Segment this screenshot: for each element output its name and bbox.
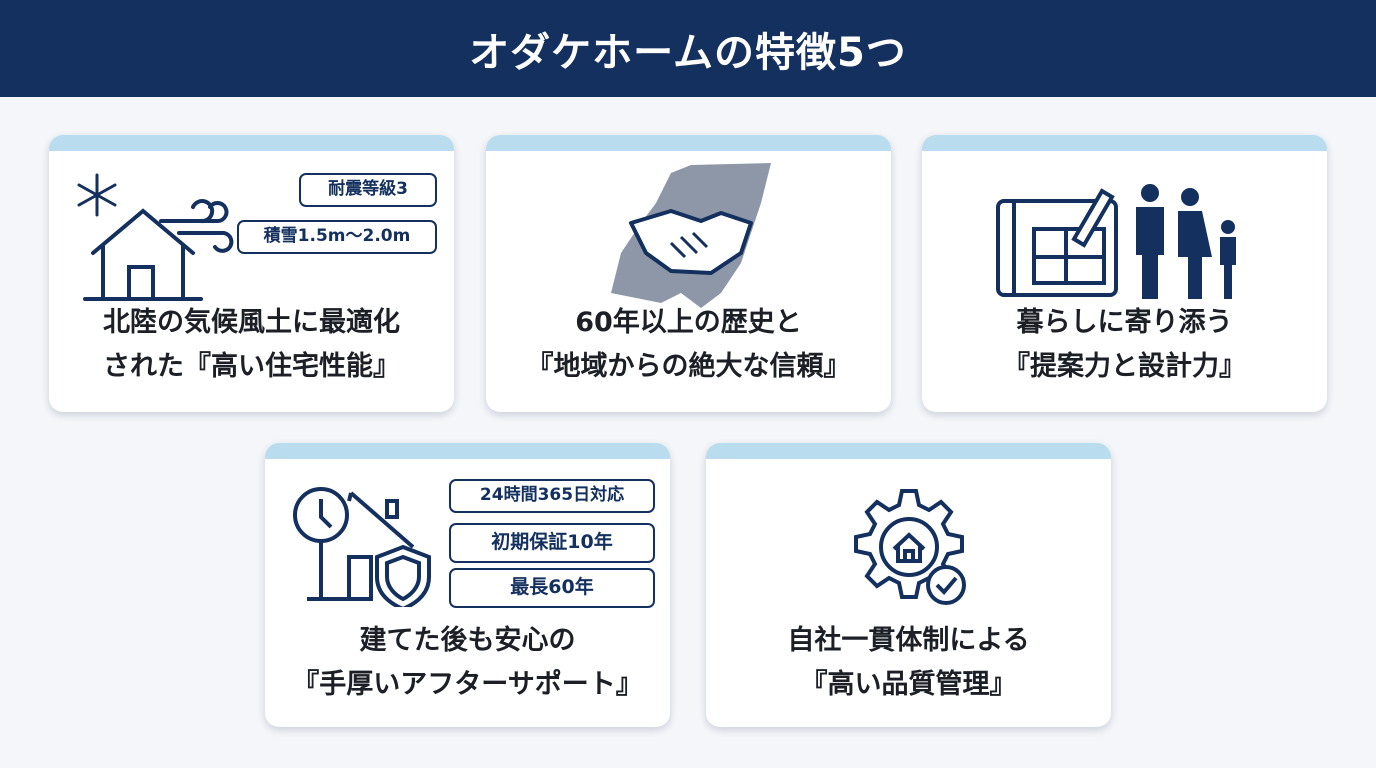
gear-house-check-icon — [854, 489, 966, 605]
page-title: オダケホームの特徴5つ — [469, 29, 907, 76]
badge: 24時間365日対応 — [449, 479, 655, 513]
blueprint-family-icon — [996, 184, 1236, 299]
card-title: 自社一貫体制による 『高い品質管理』 — [787, 625, 1030, 700]
badge: 初期保証10年 — [449, 523, 655, 563]
badge: 最長60年 — [449, 568, 655, 608]
badge: 耐震等級3 — [299, 173, 437, 207]
feature-card-quality: 自社一貫体制による 『高い品質管理』 — [706, 443, 1111, 727]
card-title: 建てた後も安心の 『手厚いアフターサポート』 — [292, 625, 643, 700]
card-stripe — [706, 443, 1111, 459]
card-stripe — [922, 135, 1327, 151]
feature-card-design: 暮らしに寄り添う 『提案力と設計力』 — [922, 135, 1327, 412]
card-stripe — [265, 443, 670, 459]
header-banner: オダケホームの特徴5つ — [0, 0, 1376, 97]
handshake-map-icon — [611, 163, 771, 308]
card-stripe — [49, 135, 454, 151]
house-snow-wind-icon — [77, 173, 234, 301]
card-title: 60年以上の歴史と 『地域からの絶大な信頼』 — [526, 307, 851, 382]
feature-card-support: 24時間365日対応 初期保証10年 最長60年 建てた後も安心の 『手厚いアフ… — [265, 443, 670, 727]
card-title: 北陸の気候風土に最適化 された『高い住宅性能』 — [103, 307, 400, 382]
feature-card-performance: 耐震等級3 積雪1.5m〜2.0m 北陸の気候風土に最適化 された『高い住宅性能… — [49, 135, 454, 412]
card-stripe — [486, 135, 891, 151]
clock-house-shield-icon — [293, 487, 431, 607]
card-title: 暮らしに寄り添う 『提案力と設計力』 — [1003, 307, 1246, 382]
feature-card-trust: 60年以上の歴史と 『地域からの絶大な信頼』 — [486, 135, 891, 412]
badge: 積雪1.5m〜2.0m — [237, 220, 437, 254]
